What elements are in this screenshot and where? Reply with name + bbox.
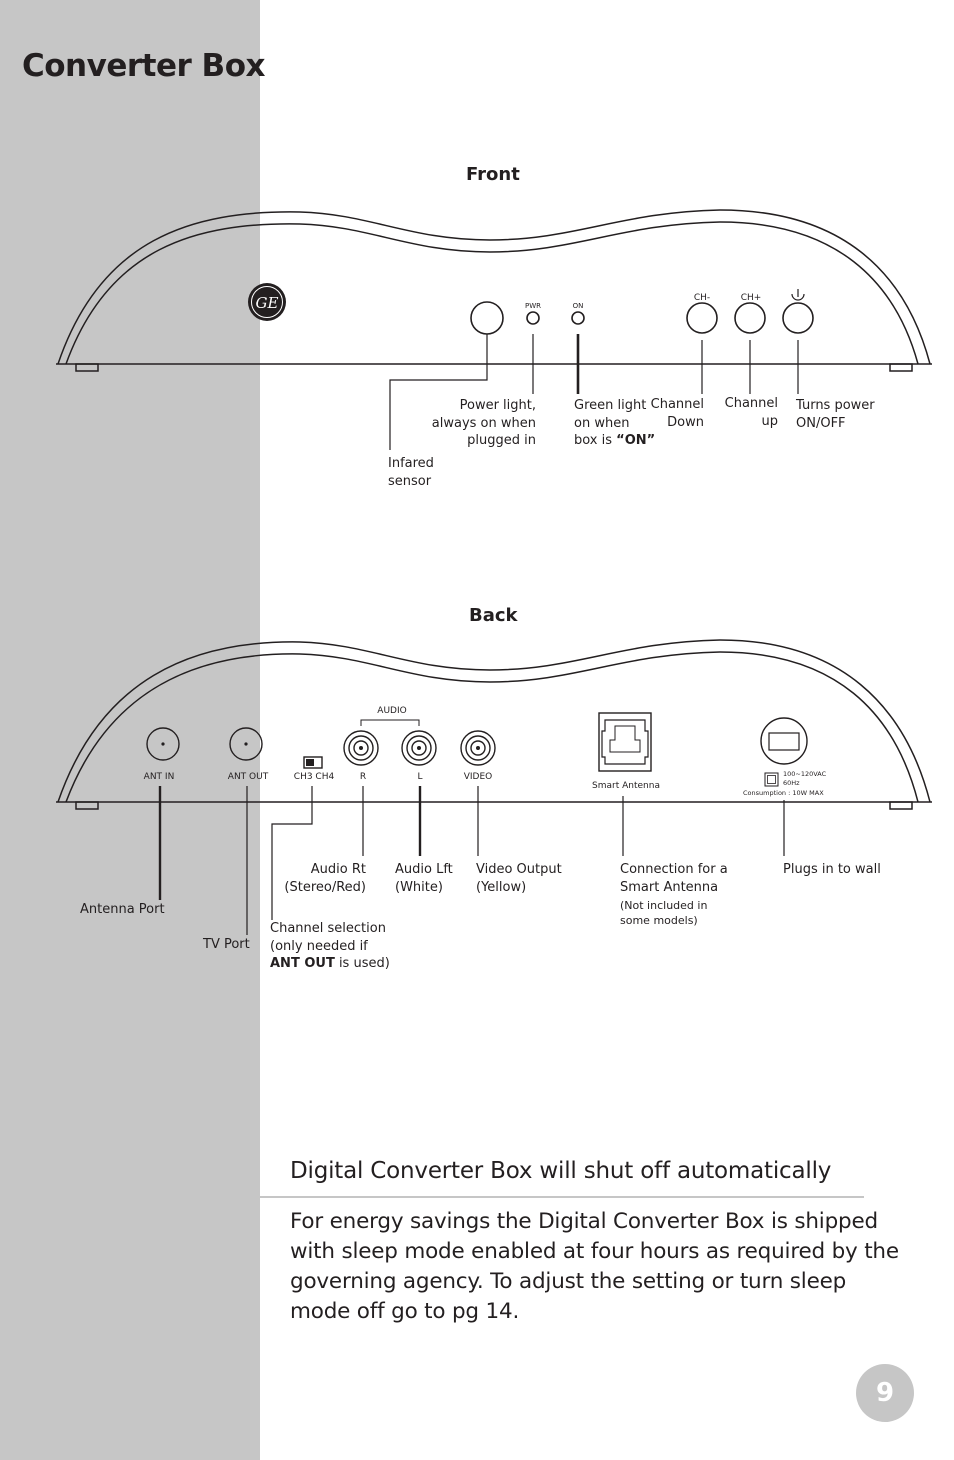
video-output-callout: Video Output(Yellow) — [476, 862, 562, 895]
on-light-icon — [571, 311, 585, 325]
smart-antenna-label: Smart Antenna — [592, 781, 660, 791]
pwr-light-icon — [526, 311, 540, 325]
ch3-ch4-label: CH3 CH4 — [294, 772, 335, 782]
power-rating-line-1: 100~120VAC — [783, 770, 827, 778]
power-button-icon — [782, 302, 814, 334]
ch3-ch4-switch-icon — [303, 756, 323, 769]
ant-out-label: ANT OUT — [228, 772, 269, 782]
back-foot-left — [75, 801, 99, 810]
infrared-leader — [389, 334, 488, 450]
power-symbol-icon — [791, 293, 805, 301]
tv-port-callout: TV Port — [203, 937, 250, 952]
channel-selection-callout: Channel selection(only needed if ANT OUT… — [270, 921, 390, 971]
ant-in-label: ANT IN — [144, 772, 175, 782]
notice-divider — [260, 1196, 864, 1198]
back-section-title: Back — [469, 605, 518, 626]
consumption-label: Consumption : 10W MAX — [743, 789, 824, 797]
ge-logo-icon: GE — [248, 283, 286, 321]
ch-minus-label: CH- — [694, 293, 710, 303]
page-number: 9 — [875, 1378, 895, 1408]
audio-lft-callout: Audio Lft(White) — [395, 862, 453, 895]
ch-minus-button-icon — [686, 302, 718, 334]
antenna-port-callout: Antenna Port — [80, 902, 165, 917]
video-port-icon — [460, 730, 496, 766]
sidebar-band — [0, 0, 260, 1460]
ch-plus-button-icon — [734, 302, 766, 334]
power-rating-line-2: 60Hz — [783, 779, 800, 787]
audio-r-port-icon — [343, 730, 379, 766]
smart-antenna-jack-icon — [598, 712, 652, 772]
front-foot-left — [75, 363, 99, 372]
plugs-in-callout: Plugs in to wall — [783, 862, 881, 877]
front-shell-inner — [65, 221, 919, 365]
on-label: ON — [573, 302, 584, 310]
notice-body: For energy savings the Digital Converter… — [290, 1209, 899, 1324]
audio-r-label: R — [360, 772, 366, 782]
back-shell-inner — [65, 651, 919, 803]
power-cord-icon — [760, 717, 808, 765]
audio-l-label: L — [417, 772, 422, 782]
back-foot-right — [889, 801, 913, 810]
ch3-ch4-leader — [271, 786, 313, 920]
audio-rt-callout: Audio Rt(Stereo/Red) — [284, 862, 366, 895]
ant-out-port-icon — [229, 727, 263, 761]
front-shell-outer — [57, 209, 931, 365]
front-section-title: Front — [466, 164, 520, 185]
page-title: Converter Box — [22, 48, 265, 84]
page-number-badge: 9 — [856, 1364, 914, 1422]
notice-heading: Digital Converter Box will shut off auto… — [290, 1158, 832, 1184]
pwr-label: PWR — [525, 302, 541, 310]
ch-plus-label: CH+ — [741, 293, 762, 303]
audio-bracket — [360, 719, 420, 726]
video-label: VIDEO — [464, 772, 493, 782]
ant-in-port-icon — [146, 727, 180, 761]
front-foot-right — [889, 363, 913, 372]
power-rating-box-icon — [764, 772, 779, 787]
ge-logo-text: GE — [256, 294, 279, 312]
back-shell-outer — [57, 639, 931, 803]
audio-label: AUDIO — [377, 706, 406, 716]
audio-l-port-icon — [401, 730, 437, 766]
